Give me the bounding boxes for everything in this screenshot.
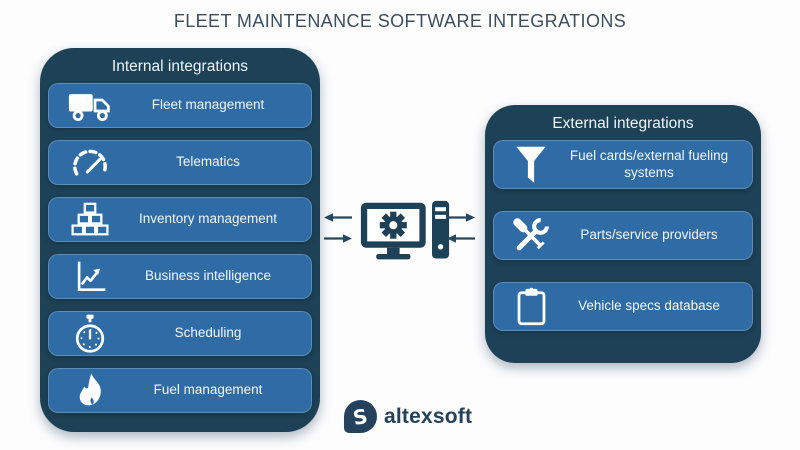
stacked-boxes-icon <box>67 202 113 237</box>
arrow-right-icon <box>447 213 475 222</box>
clipboard-icon <box>508 287 554 326</box>
logo-text: altexsoft <box>384 404 473 428</box>
altexsoft-logo: S altexsoft <box>344 400 472 433</box>
page-title: FLEET MAINTENANCE SOFTWARE INTEGRATIONS <box>173 11 627 31</box>
item-scheduling: Scheduling <box>48 311 312 356</box>
item-label: Fuel cards/external fueling systems <box>569 147 729 180</box>
altexsoft-logo-icon: S <box>344 400 377 433</box>
item-label: Fleet management <box>151 97 265 113</box>
arrow-left-icon <box>447 234 475 243</box>
truck-icon <box>67 91 113 121</box>
item-label: Scheduling <box>174 325 242 341</box>
item-vehicle-specs: Vehicle specs database <box>493 282 753 331</box>
stopwatch-icon <box>67 314 113 354</box>
computer-gear-icon <box>360 200 450 268</box>
item-label: Parts/service providers <box>580 227 718 243</box>
item-business-intelligence: Business intelligence <box>48 254 312 299</box>
external-panel-header: External integrations <box>552 115 694 132</box>
arrow-right-icon <box>324 234 352 243</box>
internal-integrations-panel: Internal integrations Fleet management T… <box>40 48 320 432</box>
tools-icon <box>508 216 554 256</box>
flame-icon <box>67 372 113 410</box>
item-inventory-management: Inventory management <box>48 197 312 242</box>
item-fuel-management: Fuel management <box>48 368 312 413</box>
internal-panel-header: Internal integrations <box>111 58 249 75</box>
item-label: Telematics <box>176 154 240 170</box>
item-label: Vehicle specs database <box>578 298 720 314</box>
item-parts-service: Parts/service providers <box>493 211 753 260</box>
line-chart-icon <box>67 259 113 294</box>
exchange-arrows-left <box>323 212 353 244</box>
item-label: Business intelligence <box>144 268 272 284</box>
item-telematics: Telematics <box>48 140 312 185</box>
funnel-icon <box>508 145 554 185</box>
item-fleet-management: Fleet management <box>48 83 312 128</box>
arrow-left-icon <box>324 213 352 222</box>
item-label: Fuel management <box>153 382 263 398</box>
item-label: Inventory management <box>138 211 278 227</box>
external-integrations-panel: External integrations Fuel cards/externa… <box>485 105 761 363</box>
item-fuel-cards: Fuel cards/external fueling systems <box>493 140 753 189</box>
gauge-icon <box>67 146 113 180</box>
exchange-arrows-right <box>446 212 476 244</box>
